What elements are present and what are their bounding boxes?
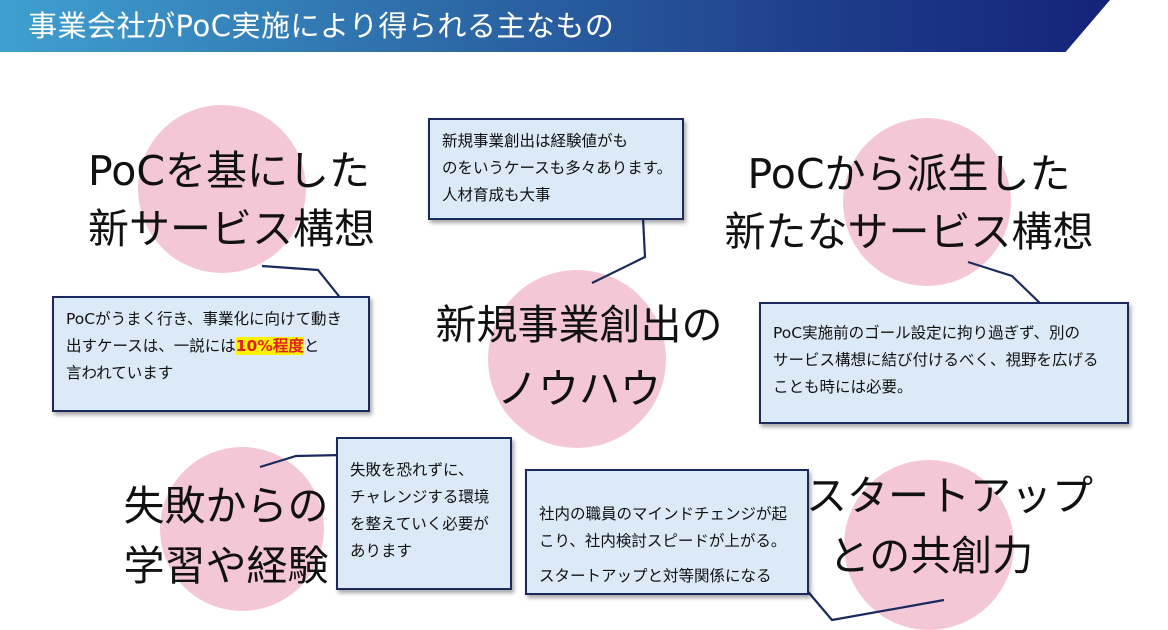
title-bar bbox=[0, 0, 1110, 52]
note-startup-cocreation-line2: こり、社内検討スピードが上がる。 bbox=[539, 532, 787, 550]
note-derived-service-line1: PoC実施前のゴール設定に拘り過ぎず、別の bbox=[773, 324, 1081, 342]
note-new-biz-knowhow: 新規事業創出は経験値がも のをいうケースも多々あります。 人材育成も大事 bbox=[428, 118, 684, 220]
note-service-based-line3: 言われています bbox=[66, 364, 174, 382]
note-startup-cocreation-line1: 社内の職員のマインドチェンジが起 bbox=[539, 505, 788, 523]
note-new-biz-knowhow-line3: 人材育成も大事 bbox=[442, 186, 551, 204]
topic-new-biz-knowhow-line2: ノウハウ bbox=[497, 365, 661, 413]
highlight-10-percent: 10%程度 bbox=[235, 337, 304, 355]
topic-new-biz-knowhow: 新規事業創出の ノウハウ bbox=[420, 297, 738, 417]
page-title: 事業会社がPoC実施により得られる主なもの bbox=[28, 9, 615, 43]
topic-failure-learning: 失敗からの 学習や経験 bbox=[106, 478, 346, 594]
topic-startup-cocreation: スタートアップ との共創力 bbox=[806, 468, 1093, 584]
note-service-based-line1: PoCがうまく行き、事業化に向けて動き bbox=[66, 310, 343, 328]
note-startup-cocreation: 社内の職員のマインドチェンジが起 こり、社内検討スピードが上がる。 スタートアッ… bbox=[525, 469, 809, 595]
topic-startup-cocreation-line1: スタートアップ bbox=[806, 472, 1093, 520]
note-failure-learning-line3: を整えていく必要が bbox=[350, 515, 489, 533]
note-new-biz-knowhow-line2: のをいうケースも多々あります。 bbox=[442, 159, 673, 177]
circle-failure-learning bbox=[160, 447, 324, 611]
topic-new-biz-knowhow-line1: 新規事業創出の bbox=[435, 301, 723, 349]
note-failure-learning-line1: 失敗を恐れずに、 bbox=[350, 461, 474, 479]
note-new-biz-knowhow-line1: 新規事業創出は経験値がも bbox=[442, 132, 629, 150]
topic-startup-cocreation-line2: との共創力 bbox=[828, 532, 1034, 580]
circle-service-based bbox=[138, 105, 306, 273]
note-service-based-line2-post: と bbox=[303, 337, 320, 355]
note-derived-service: PoC実施前のゴール設定に拘り過ぎず、別の サービス構想に結び付けるべく、視野を… bbox=[759, 302, 1129, 424]
topic-service-based-line2: 新サービス構想 bbox=[88, 205, 375, 253]
topic-derived-service: PoCから派生した 新たなサービス構想 bbox=[724, 146, 1094, 260]
topic-service-based: PoCを基にした 新サービス構想 bbox=[88, 143, 375, 257]
note-derived-service-line2: サービス構想に結び付けるべく、視野を広げる bbox=[773, 351, 1099, 369]
note-service-based-line2: 出すケースは、一説には10%程度と bbox=[66, 333, 358, 360]
note-service-based-line2-pre: 出すケースは、一説には bbox=[66, 337, 236, 355]
topic-derived-service-line1: PoCから派生した bbox=[747, 150, 1071, 198]
topic-failure-learning-line1: 失敗からの bbox=[123, 482, 329, 530]
note-failure-learning-line2: チャレンジする環境 bbox=[350, 488, 490, 506]
note-failure-learning-line4: あります bbox=[350, 542, 413, 560]
circle-new-biz-knowhow bbox=[488, 270, 666, 448]
note-service-based: PoCがうまく行き、事業化に向けて動き 出すケースは、一説には10%程度と 言わ… bbox=[52, 296, 370, 412]
note-derived-service-line3: ことも時には必要。 bbox=[773, 378, 913, 396]
note-startup-cocreation-line3: スタートアップと対等関係になる bbox=[539, 567, 772, 585]
topic-service-based-line1: PoCを基にした bbox=[88, 147, 370, 195]
note-failure-learning: 失敗を恐れずに、 チャレンジする環境 を整えていく必要が あります bbox=[336, 437, 512, 590]
topic-failure-learning-line2: 学習や経験 bbox=[123, 542, 329, 590]
topic-derived-service-line2: 新たなサービス構想 bbox=[724, 208, 1094, 256]
circle-derived-service bbox=[843, 118, 1011, 286]
